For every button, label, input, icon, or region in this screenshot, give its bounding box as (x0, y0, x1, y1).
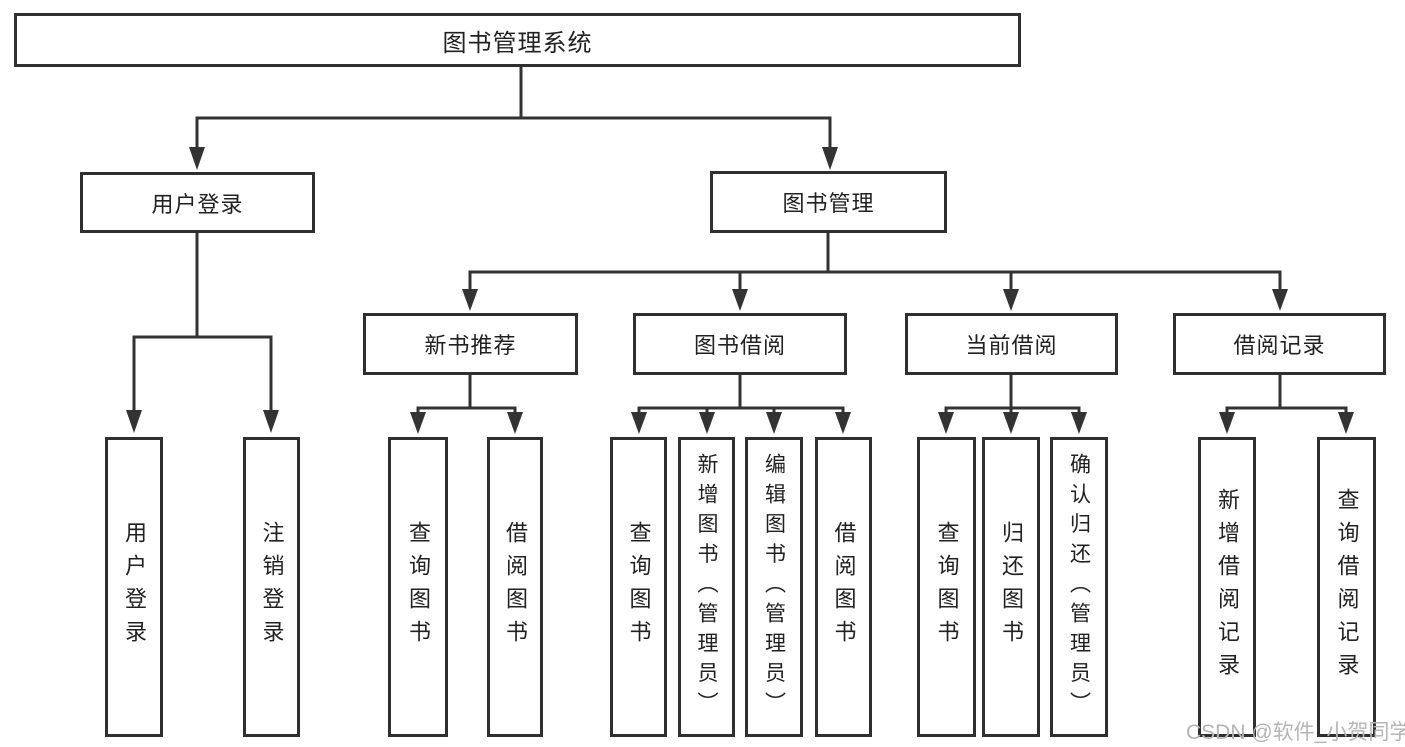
leaf-user-login: 用户登录 (105, 437, 163, 737)
csdn-watermark: CSDN @软件_小贺同学 (1186, 721, 1405, 744)
connector-books-to-level3 (462, 231, 1288, 311)
node-label: 用户登录 (151, 191, 244, 217)
leaf-label: 查询图书 (406, 521, 431, 653)
leaf-query-books: 查询图书 (388, 437, 448, 737)
leaf-label: 借阅图书 (503, 521, 528, 653)
node-label: 当前借阅 (965, 333, 1058, 358)
connector-records-to-leaves (1219, 373, 1354, 434)
leaf-label: 查询图书 (934, 521, 960, 653)
node-user-login: 用户登录 (80, 172, 315, 233)
node-label: 借阅记录 (1233, 333, 1326, 358)
node-new-book-recommendation: 新书推荐 (363, 313, 578, 375)
connector-newbook-to-leaves (410, 373, 523, 434)
node-book-borrowing: 图书借阅 (633, 313, 847, 375)
node-label: 图书管理系统 (442, 29, 593, 57)
node-borrowing-records: 借阅记录 (1173, 313, 1386, 375)
connector-root-to-level2 (189, 65, 838, 170)
leaf-label: 用户登录 (122, 521, 147, 653)
leaf-add-books-admin: 新增图书（管理员） (678, 437, 735, 737)
leaf-logout: 注销登录 (243, 437, 300, 737)
leaf-add-borrow-record: 新增借阅记录 (1198, 437, 1256, 737)
connector-current-to-leaves (938, 373, 1087, 434)
connector-login-to-leaves (126, 231, 279, 433)
leaf-label: 归还图书 (999, 521, 1024, 653)
leaf-query-books: 查询图书 (610, 437, 667, 737)
leaf-edit-books-admin: 编辑图书（管理员） (745, 437, 803, 737)
leaf-label: 新增图书（管理员） (695, 452, 718, 722)
leaf-query-books: 查询图书 (917, 437, 976, 737)
leaf-label: 查询图书 (626, 521, 652, 653)
leaf-borrow-books: 借阅图书 (487, 437, 543, 737)
node-label: 图书借阅 (693, 333, 786, 358)
leaf-query-borrow-record: 查询借阅记录 (1317, 437, 1376, 737)
leaf-label: 编辑图书（管理员） (762, 452, 786, 722)
leaf-label: 新增借阅记录 (1215, 488, 1240, 686)
leaf-confirm-return-admin: 确认归还（管理员） (1050, 437, 1108, 737)
node-label: 图书管理 (782, 191, 875, 216)
node-current-borrowing: 当前借阅 (905, 313, 1118, 375)
node-library-management-system: 图书管理系统 (14, 13, 1021, 67)
leaf-return-books: 归还图书 (982, 437, 1040, 737)
node-label: 新书推荐 (424, 333, 517, 358)
leaf-label: 注销登录 (259, 521, 285, 653)
node-book-management: 图书管理 (710, 171, 947, 233)
connector-borrow-to-leaves (631, 373, 851, 434)
leaf-label: 确认归还（管理员） (1067, 452, 1091, 722)
leaf-borrow-books: 借阅图书 (815, 437, 872, 737)
leaf-label: 查询借阅记录 (1334, 488, 1360, 686)
leaf-label: 借阅图书 (831, 521, 857, 653)
